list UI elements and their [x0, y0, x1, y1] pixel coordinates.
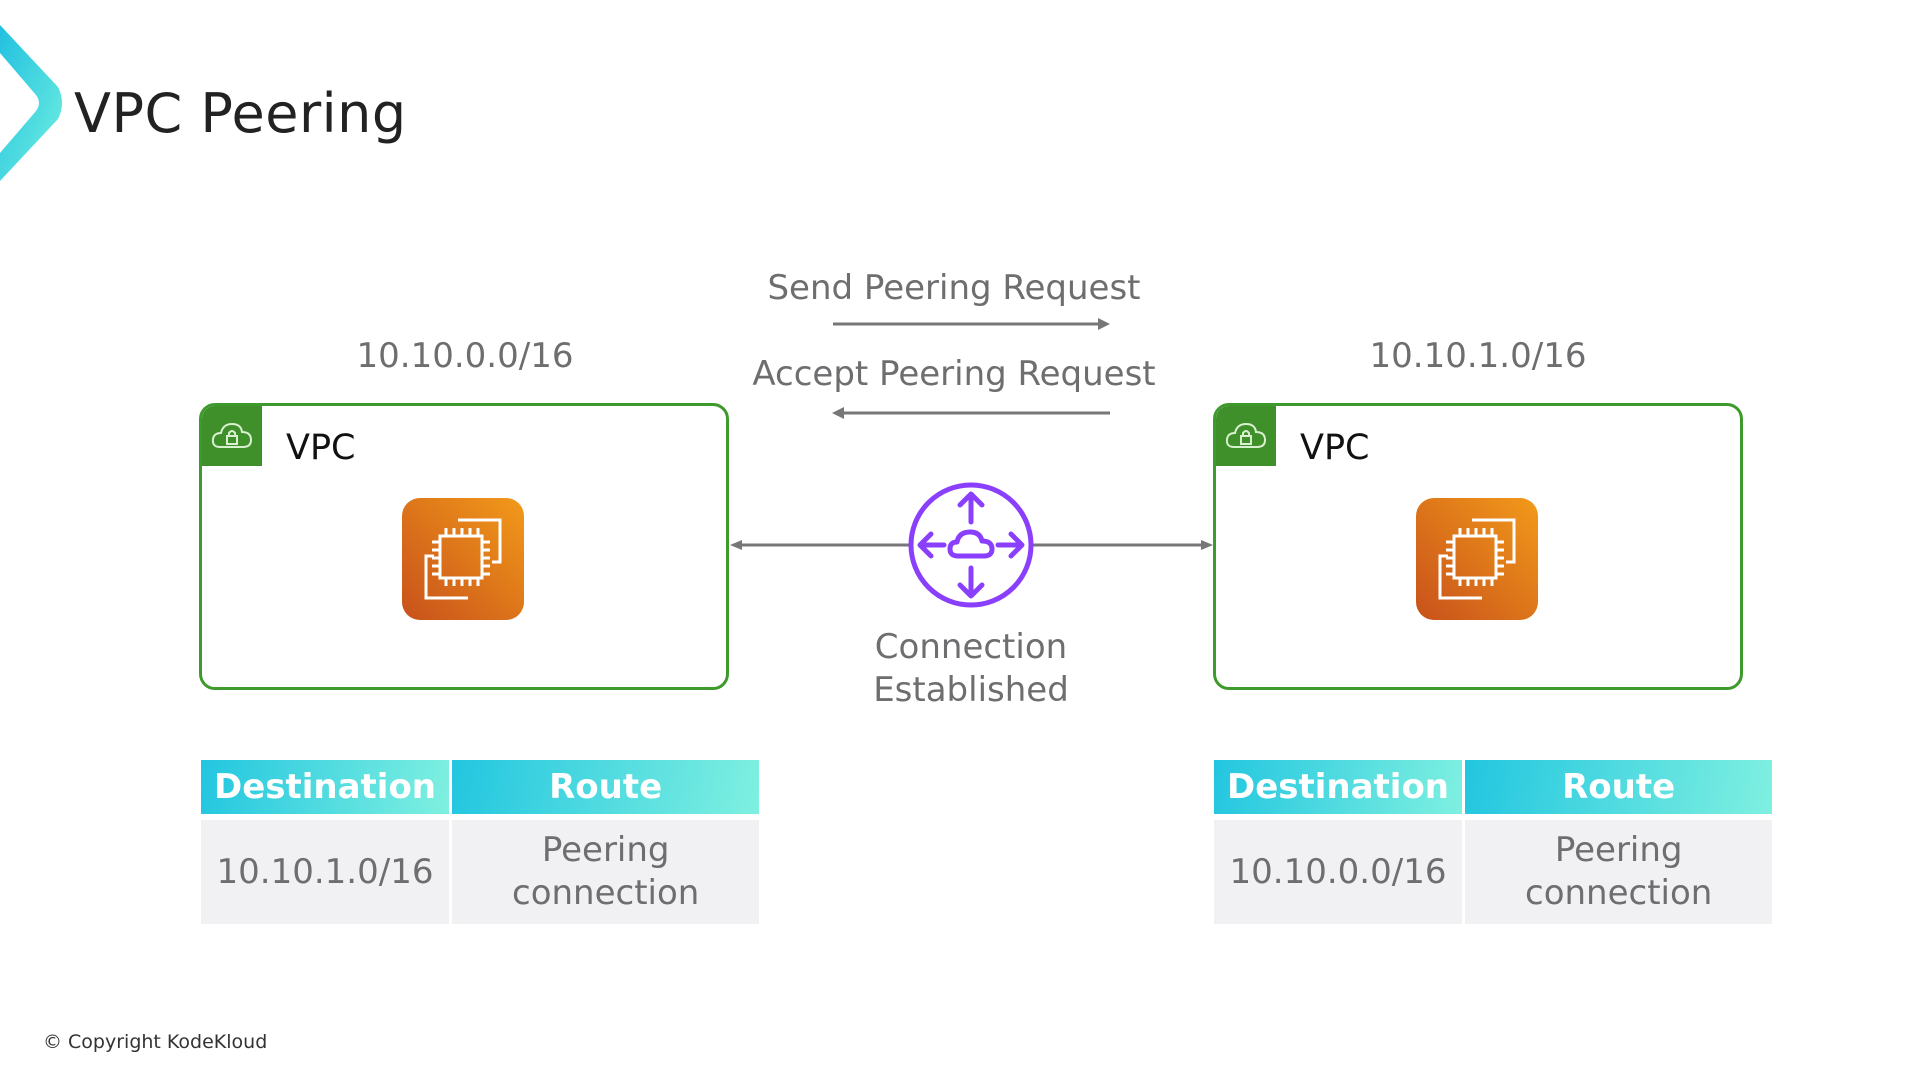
vpc-cloud-lock-icon	[1216, 406, 1276, 466]
right-vpc-box: VPC	[1213, 403, 1743, 690]
left-vpc-box: VPC	[199, 403, 729, 690]
column-header-destination: Destination	[1214, 760, 1462, 814]
copyright-footer: © Copyright KodeKloud	[43, 1031, 268, 1053]
left-route-table: Destination Route 10.10.1.0/16 Peering c…	[198, 760, 762, 924]
send-request-label: Send Peering Request	[767, 268, 1141, 308]
vpc-label: VPC	[286, 428, 356, 468]
page-title: VPC Peering	[74, 82, 407, 145]
left-vpc-cidr: 10.10.0.0/16	[356, 336, 574, 376]
connection-status-line2: Established	[873, 670, 1069, 710]
vpc-cloud-lock-icon	[202, 406, 262, 466]
peering-router-icon	[908, 482, 1034, 608]
column-header-destination: Destination	[201, 760, 449, 814]
connection-status-line1: Connection	[874, 627, 1068, 667]
accept-request-label: Accept Peering Request	[752, 354, 1156, 394]
table-row: 10.10.1.0/16 Peering connection	[201, 820, 760, 924]
ec2-instance-icon	[1416, 498, 1538, 620]
kodekloud-logo-icon	[0, 25, 62, 181]
column-header-route: Route	[1465, 760, 1773, 814]
vpc-label: VPC	[1300, 428, 1370, 468]
table-row: 10.10.0.0/16 Peering connection	[1214, 820, 1773, 924]
route-cell: Peering connection	[1465, 820, 1773, 924]
ec2-instance-icon	[402, 498, 524, 620]
destination-cell: 10.10.0.0/16	[1214, 820, 1462, 924]
right-route-table: Destination Route 10.10.0.0/16 Peering c…	[1211, 760, 1775, 924]
route-cell: Peering connection	[452, 820, 760, 924]
right-vpc-cidr: 10.10.1.0/16	[1369, 336, 1587, 376]
column-header-route: Route	[452, 760, 760, 814]
destination-cell: 10.10.1.0/16	[201, 820, 449, 924]
